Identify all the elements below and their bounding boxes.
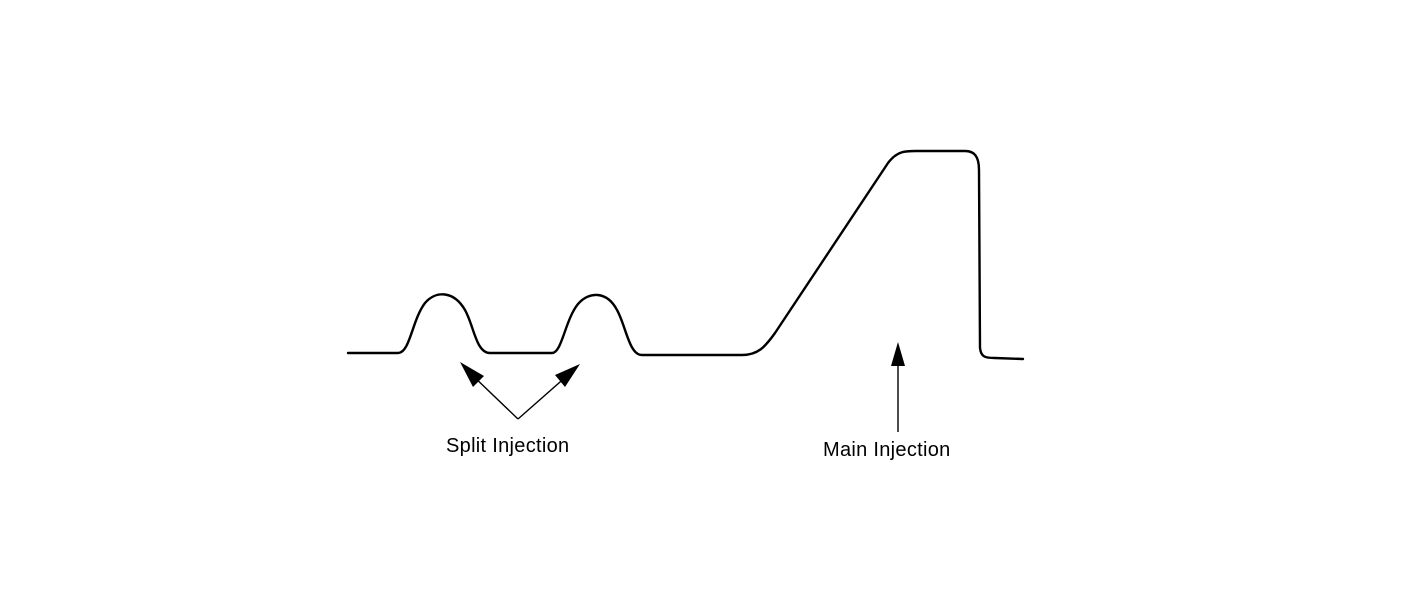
split-injection-label: Split Injection [446, 435, 570, 457]
split-pointer-left-arrowhead [460, 362, 484, 387]
split-pointer-right-line [517, 374, 569, 420]
split-pointer-right-arrowhead [555, 364, 580, 387]
main-injection-label: Main Injection [823, 439, 951, 461]
main-pointer-arrowhead [891, 342, 905, 366]
injection-signal-trace [346, 149, 1025, 361]
